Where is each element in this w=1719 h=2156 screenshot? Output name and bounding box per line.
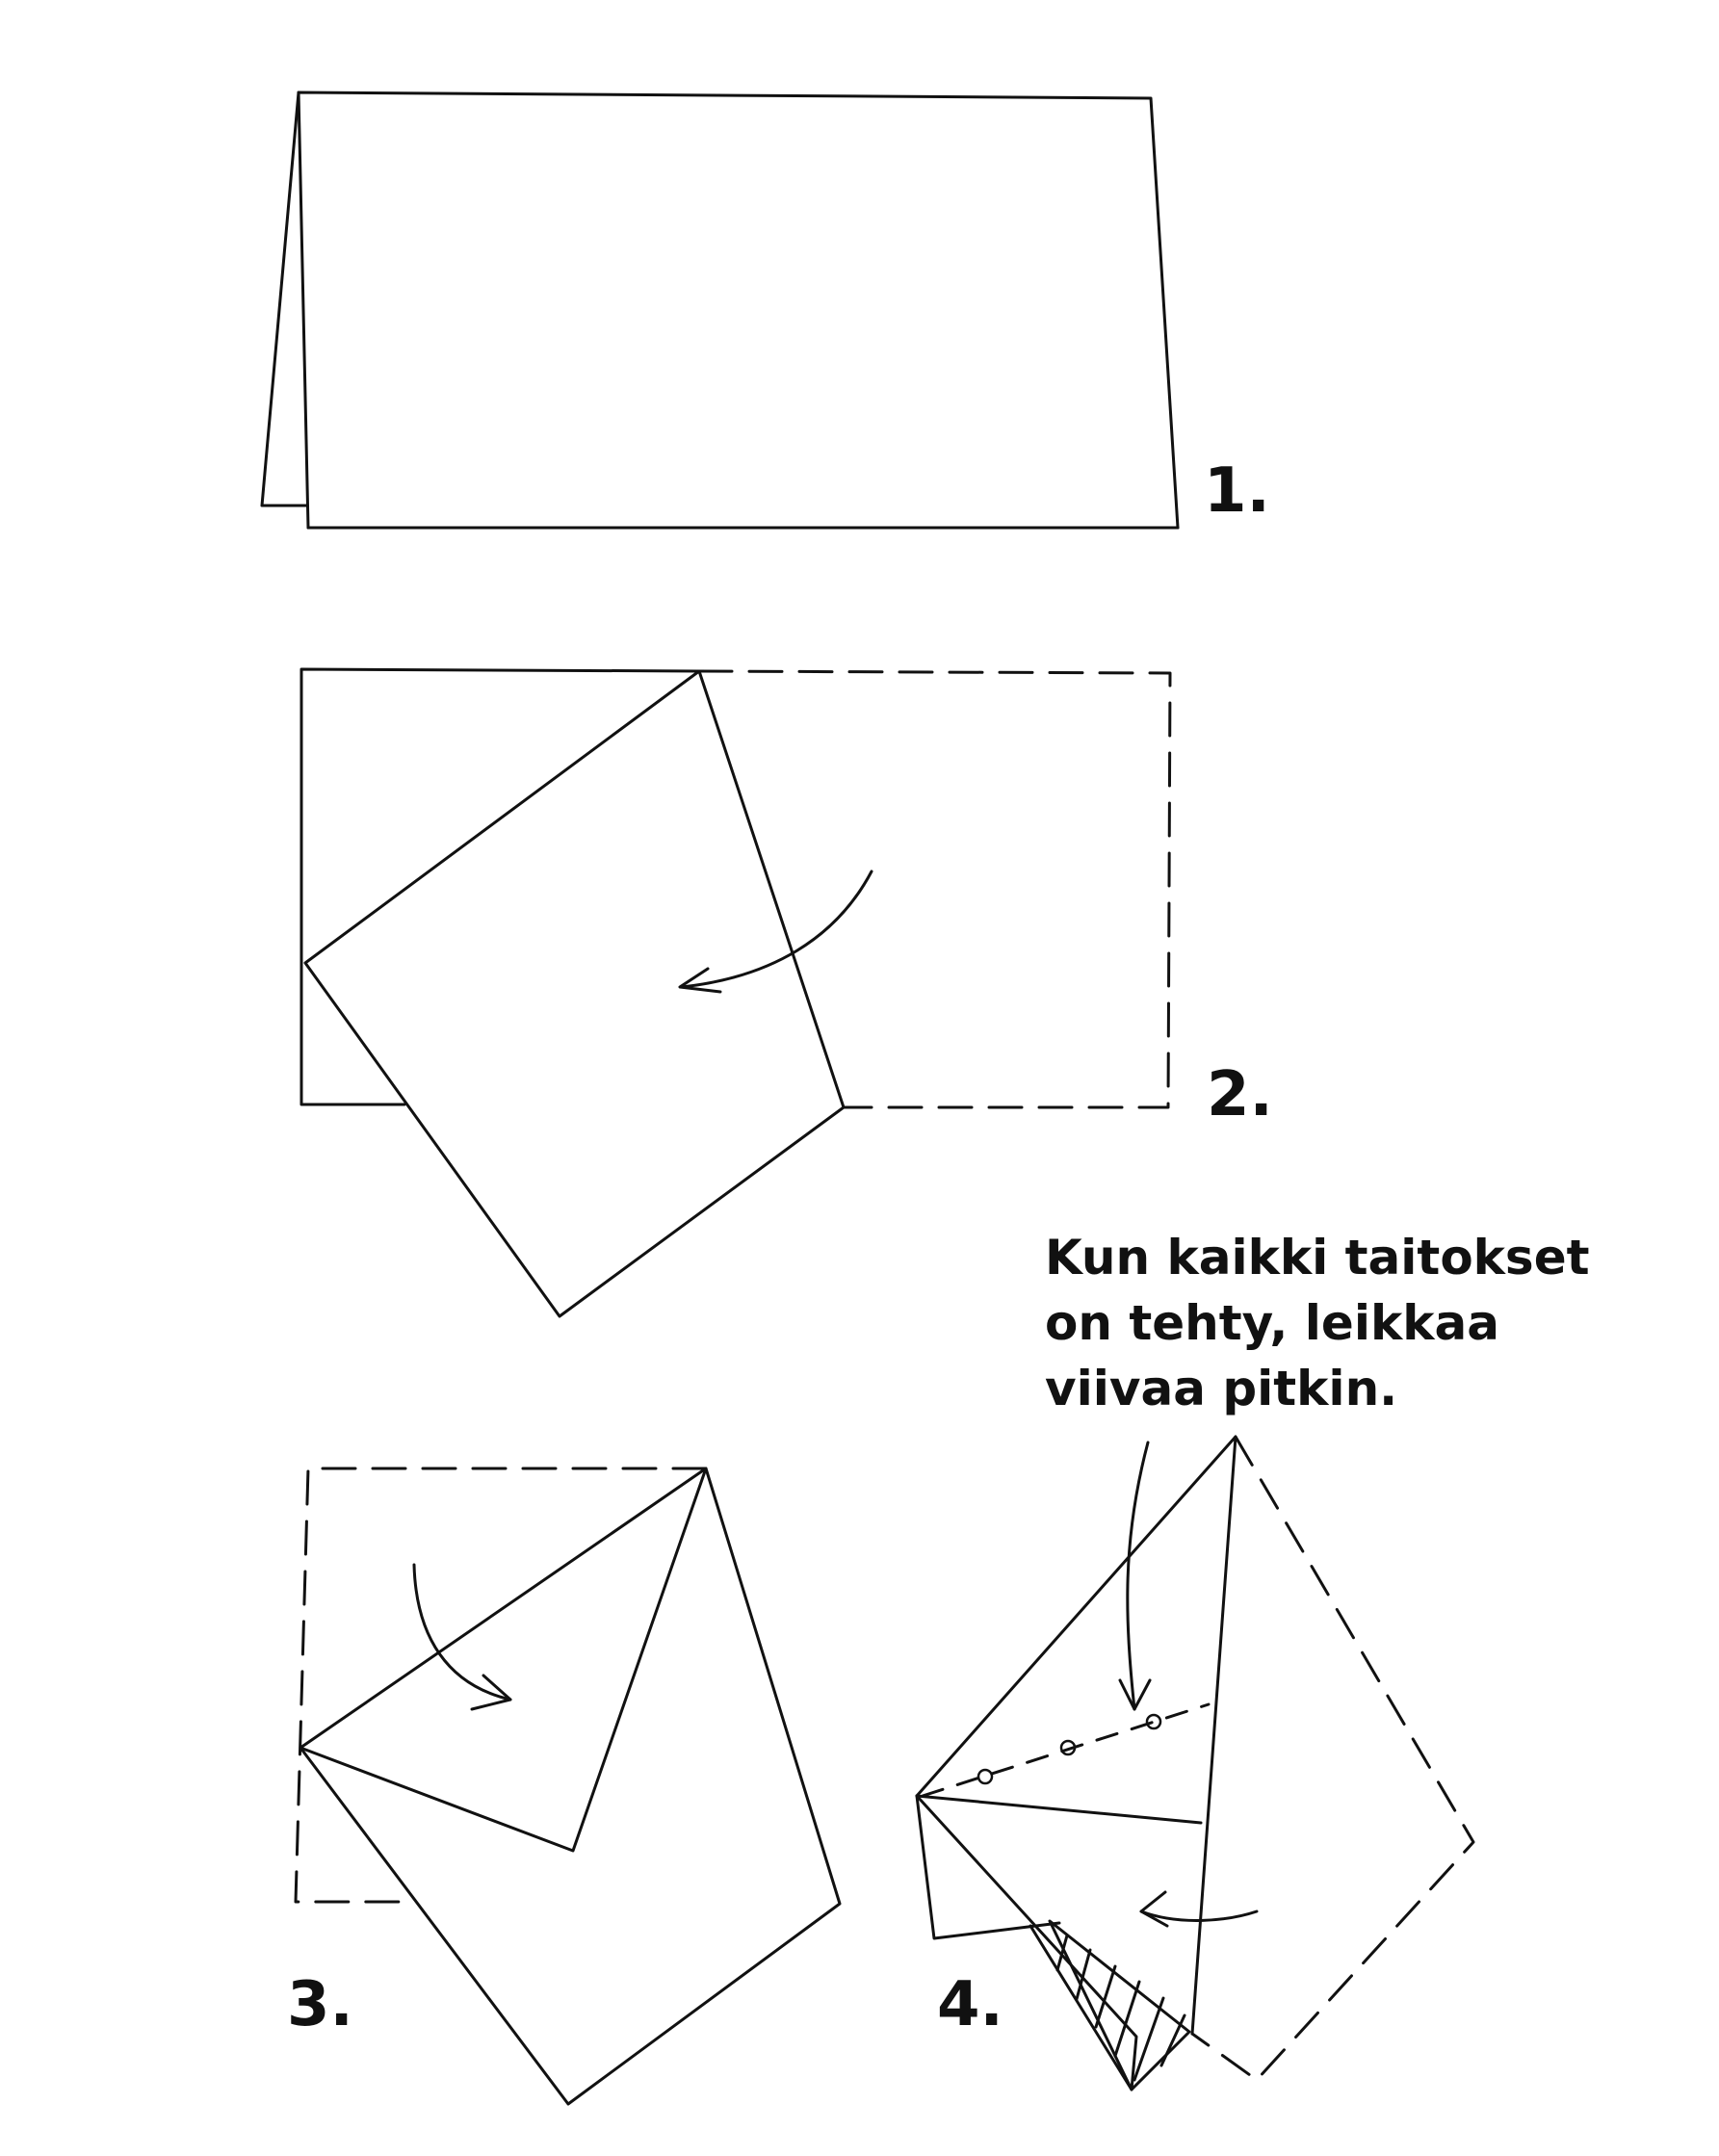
instruction-line: viivaa pitkin. — [1045, 1361, 1398, 1416]
cut-point — [1059, 1739, 1077, 1756]
cut-instruction: Kun kaikki taitokset on tehty, leikkaa v… — [1045, 1225, 1661, 1421]
hatch-lines — [1055, 1934, 1186, 2082]
arrow-head — [678, 967, 722, 994]
step-1-number: 1. — [1204, 455, 1270, 527]
hatched-area — [1048, 1919, 1191, 2091]
fold-arrow — [680, 870, 873, 989]
step-2-folded-paper — [300, 667, 1172, 1318]
step-3-number: 3. — [287, 1969, 353, 2040]
step-2-number: 2. — [1207, 1059, 1273, 1130]
arrow-head — [1118, 1678, 1152, 1711]
step-1-folded-paper — [260, 91, 1180, 530]
arrow-head — [1139, 1890, 1169, 1928]
pointer-arrow — [1126, 1441, 1150, 1711]
fold-arrow — [412, 1563, 512, 1701]
instruction-line: on tehty, leikkaa — [1045, 1295, 1499, 1351]
cut-point — [1145, 1713, 1162, 1730]
step-4-folded-paper — [915, 1435, 1475, 2091]
step-3-folded-paper — [294, 1467, 842, 2106]
arrow-head — [470, 1674, 512, 1711]
step-4-number: 4. — [937, 1969, 1003, 2040]
fold-arrow — [1139, 1909, 1259, 1922]
cut-point — [977, 1768, 994, 1785]
cut-line — [921, 1702, 1211, 1798]
instruction-line: Kun kaikki taitokset — [1045, 1230, 1590, 1286]
